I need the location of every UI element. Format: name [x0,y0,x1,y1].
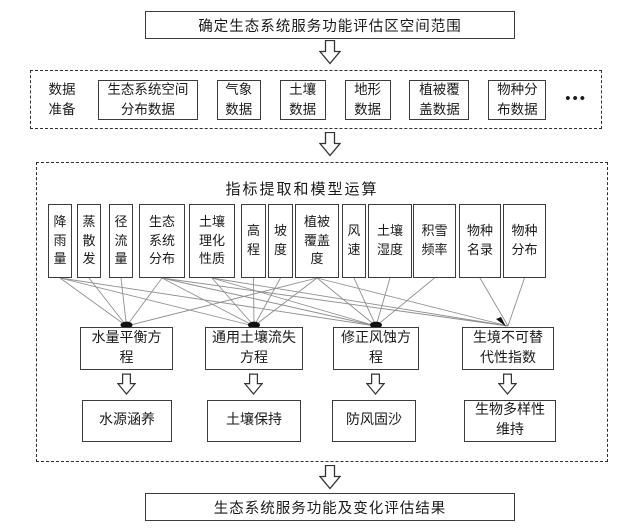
data-item: 地形数据 [344,79,391,120]
indicator-box: 物种名录 [459,204,501,278]
model-section-title: 指标提取和模型运算 [225,182,379,198]
down-arrow-icon [244,373,263,395]
down-arrow-icon [319,132,341,157]
model-box: 修正风蚀方程 [333,327,419,370]
indicator-box: 土壤理化性质 [189,204,235,278]
data-item: 植被覆盖数据 [409,79,470,120]
data-item: 气象数据 [216,79,261,120]
indicator-box: 物种分布 [503,204,546,278]
result-box: 生物多样性维持 [464,400,556,442]
indicator-box: 风速 [342,204,366,278]
down-arrow-icon [319,40,341,65]
down-arrow-icon [117,373,136,395]
down-arrow-icon [498,373,517,395]
result-box: 水源涵养 [82,400,172,442]
result-box: 防风固沙 [332,400,416,442]
data-item: 物种分布数据 [488,79,547,120]
model-box: 水量平衡方程 [80,327,173,370]
top-box: 确定生态系统服务功能评估区空间范围 [145,11,515,39]
indicator-box: 生态系统分布 [139,204,185,278]
indicator-box: 径流量 [109,204,133,278]
data-item: 土壤数据 [279,79,326,120]
indicator-box: 坡度 [268,204,293,278]
result-box: 土壤保持 [207,400,301,442]
model-section [36,162,608,462]
indicator-box: 土壤湿度 [368,204,412,278]
down-arrow-icon [366,373,385,395]
data-prep-label: 数据准备 [48,81,76,117]
bottom-box: 生态系统服务功能及变化评估结果 [145,493,515,521]
down-arrow-icon [319,465,341,490]
indicator-box: 植被覆盖度 [295,204,339,278]
data-item: 生态系统空间分布数据 [97,79,198,120]
indicator-box: 降雨量 [48,204,72,278]
model-box: 通用土壤流失方程 [205,327,303,370]
ellipsis: ••• [565,91,587,107]
indicator-box: 高程 [241,204,266,278]
data-prep-section: 数据准备 生态系统空间分布数据 气象数据 土壤数据 地形数据 植被覆盖数据 物种… [30,70,602,129]
model-box: 生境不可替代性指数 [462,327,554,370]
indicator-box: 蒸散发 [77,204,101,278]
indicator-box: 积雪频率 [413,204,456,278]
